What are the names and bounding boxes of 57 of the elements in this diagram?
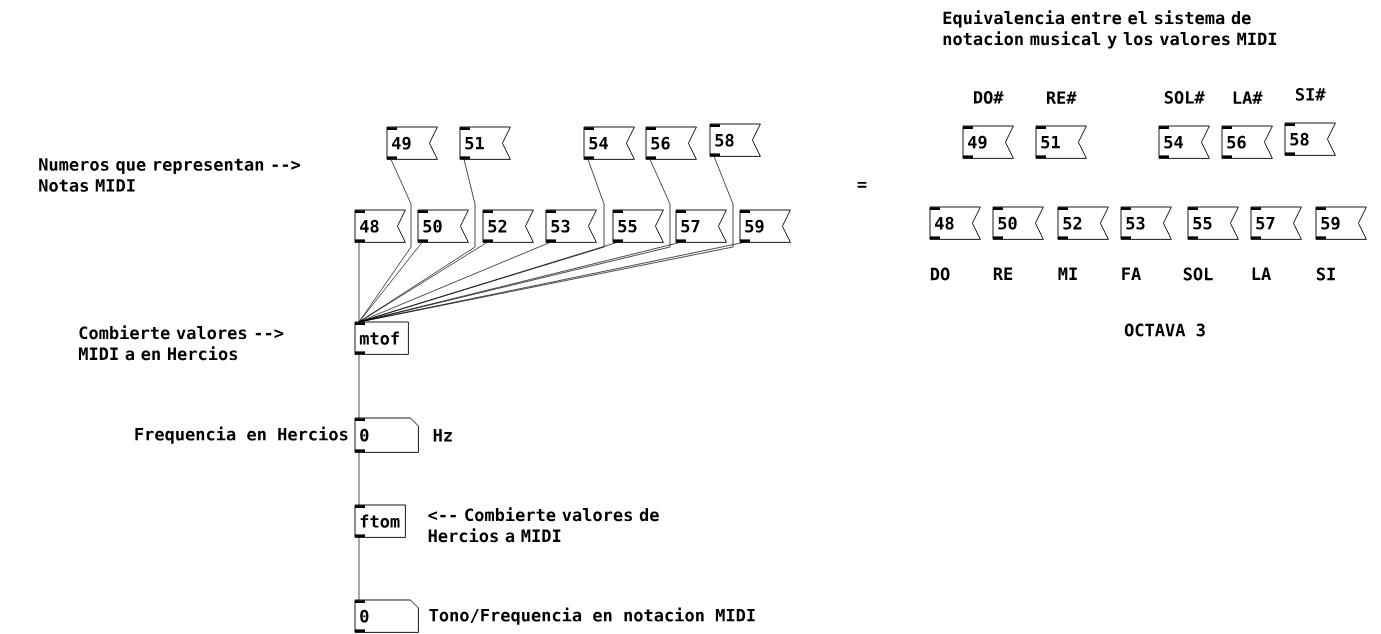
message-box: 51 [1035,125,1087,159]
note-label: MI [1058,267,1077,280]
message-box: 53 [1120,206,1172,240]
note-label: FA [1122,267,1141,280]
connection-line [358,452,360,506]
message-box: 56 [1221,125,1273,159]
message-box: 50 [992,206,1044,240]
message-box: 55 [612,209,664,243]
note-label: RE# [1046,91,1077,104]
message-box: 49 [962,125,1014,159]
title: Equivalencia entre el sistema de notacion musical y los valores MIDI [943,10,1277,49]
note-label: LA# [1233,91,1263,104]
connection-line [358,537,360,601]
object-box: mtof [354,321,409,355]
message-box: 54 [1158,125,1210,159]
annotation: Combierte valores --> MIDI a en Hercios [78,325,284,361]
message-box: 52 [482,209,534,243]
connection-line [358,242,551,323]
message-box: 57 [675,209,727,243]
message-box: 51 [459,126,511,160]
message-box: 58 [1284,122,1336,156]
note-label: SI [1316,267,1335,281]
note-label: SOL [1183,267,1213,281]
message-box: 59 [1315,206,1367,240]
message-box: 59 [739,209,791,243]
number-box: 0 [354,417,419,453]
connection-line [358,242,360,323]
note-label: RE [993,267,1013,280]
connection-line [358,242,423,323]
note-label: SI# [1295,87,1326,101]
number-box: 0 [354,599,419,633]
message-box: 48 [354,209,406,243]
connection-line [358,354,360,419]
message-box: 48 [929,206,981,240]
note-label: DO# [974,90,1004,104]
connection-line [358,242,745,323]
octave-label: OCTAVA 3 [1124,323,1205,337]
note-label: SOL# [1164,90,1205,104]
message-box: 49 [386,126,438,160]
equals-sign: = [857,181,867,188]
annotation: Frequencia en Hercios [135,426,348,444]
message-box: 52 [1057,206,1109,240]
connection-line [358,242,488,323]
message-box: 50 [417,209,469,243]
object-box: ftom [354,504,406,538]
annotation: Hz [433,429,452,442]
annotation: Tono/Frequencia en notacion MIDI [429,607,755,625]
message-box: 53 [545,209,597,243]
annotation: <-- Combierte valores de Hercios a MIDI [428,507,659,543]
message-box: 54 [583,126,635,160]
message-box: 56 [645,126,697,160]
message-box: 55 [1187,206,1239,240]
message-box: 57 [1250,206,1302,240]
message-box: 58 [709,123,761,157]
note-label: LA [1252,267,1271,280]
note-label: DO [930,267,950,281]
annotation: Numeros que representan --> Notas MIDI [39,158,301,192]
